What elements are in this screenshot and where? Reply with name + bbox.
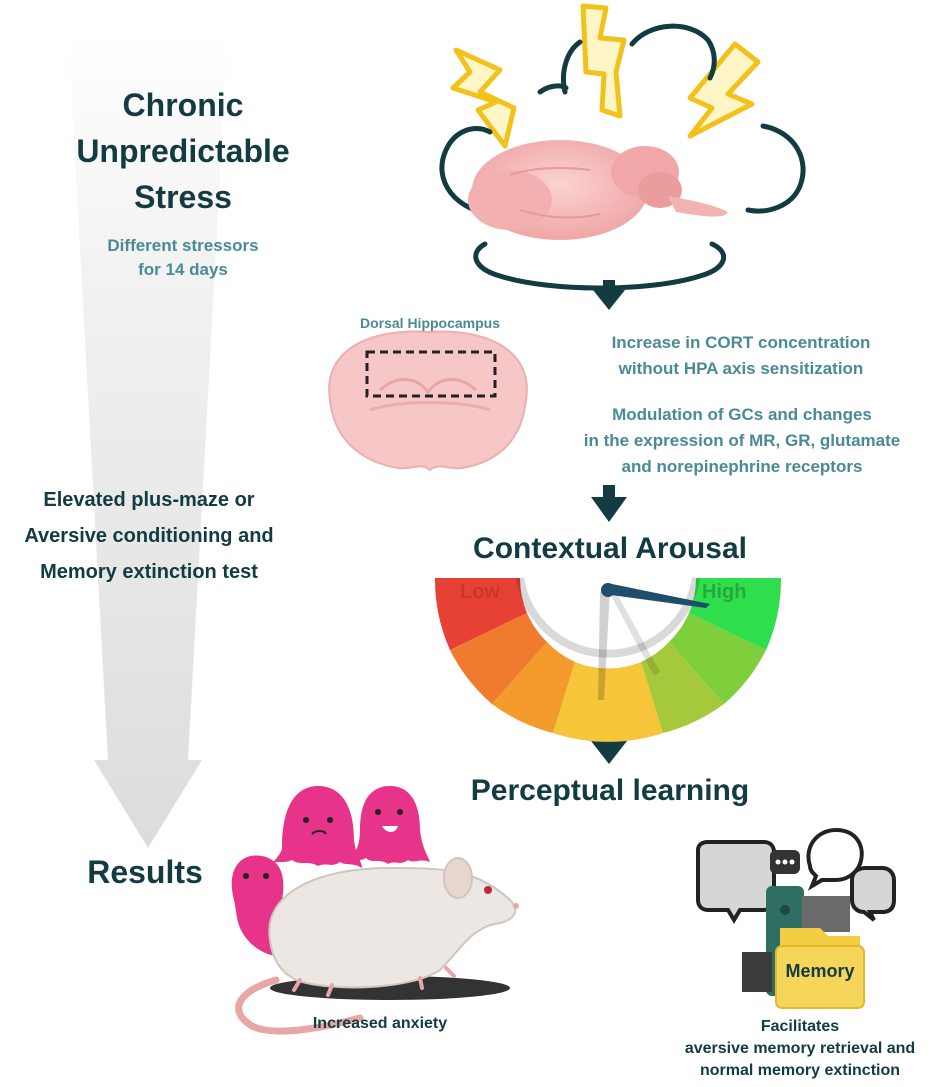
results-label: Results bbox=[87, 854, 203, 890]
title-line: Stress bbox=[134, 179, 232, 215]
cort-text: Increase in CORT concentration without H… bbox=[560, 330, 922, 382]
cort-line: without HPA axis sensitization bbox=[618, 359, 864, 378]
facilitates-line: Facilitates bbox=[760, 1018, 840, 1035]
subtitle-line: for 14 days bbox=[138, 260, 228, 279]
facilitates-line: aversive memory retrieval and bbox=[684, 1040, 916, 1057]
gauge-icon bbox=[434, 577, 782, 742]
hippocampus-slice-icon bbox=[328, 330, 528, 472]
timeline-arrow bbox=[68, 30, 228, 848]
gc-line: and norepinephrine receptors bbox=[621, 457, 863, 476]
flow-arrows bbox=[591, 280, 627, 764]
contextual-arousal-title: Contextual Arousal bbox=[473, 532, 747, 565]
tests-line: Elevated plus-maze or bbox=[43, 489, 255, 511]
behavioral-tests: Elevated plus-maze or Aversive condition… bbox=[0, 482, 298, 590]
cort-line: Increase in CORT concentration bbox=[611, 333, 871, 352]
memory-illustration bbox=[696, 827, 896, 1009]
gc-line: in the expression of MR, GR, glutamate bbox=[583, 431, 901, 450]
flow-arrow-2 bbox=[591, 485, 627, 522]
lightning-bolt-icon bbox=[450, 3, 761, 149]
rat-icon bbox=[235, 857, 519, 1035]
anxiety-label: Increased anxiety bbox=[312, 1015, 448, 1032]
title-chronic-stress: Chronic Unpredictable Stress bbox=[38, 82, 328, 220]
facilitates-line: normal memory extinction bbox=[699, 1062, 901, 1079]
gc-text: Modulation of GCs and changes in the exp… bbox=[540, 402, 944, 480]
subtitle-line: Different stressors bbox=[107, 236, 259, 255]
tests-line: Aversive conditioning and bbox=[24, 525, 274, 547]
gauge-low-label: Low bbox=[460, 581, 500, 603]
perceptual-learning-title: Perceptual learning bbox=[470, 774, 750, 807]
gc-line: Modulation of GCs and changes bbox=[612, 405, 872, 424]
gauge-high-label: High bbox=[702, 581, 747, 603]
tests-line: Memory extinction test bbox=[40, 561, 258, 583]
brain-icon bbox=[468, 140, 728, 240]
title-line: Unpredictable bbox=[76, 133, 290, 169]
stressor-duration: Different stressors for 14 days bbox=[58, 234, 308, 282]
memory-folder-label: Memory bbox=[785, 961, 855, 981]
flow-arrow-1 bbox=[593, 280, 625, 310]
folder-icon bbox=[775, 928, 865, 1009]
facilitates-text: Facilitates aversive memory retrieval an… bbox=[650, 1016, 950, 1082]
speech-bubble-icon bbox=[696, 827, 896, 924]
title-line: Chronic bbox=[122, 87, 244, 123]
region-label: Dorsal Hippocampus bbox=[359, 315, 501, 331]
